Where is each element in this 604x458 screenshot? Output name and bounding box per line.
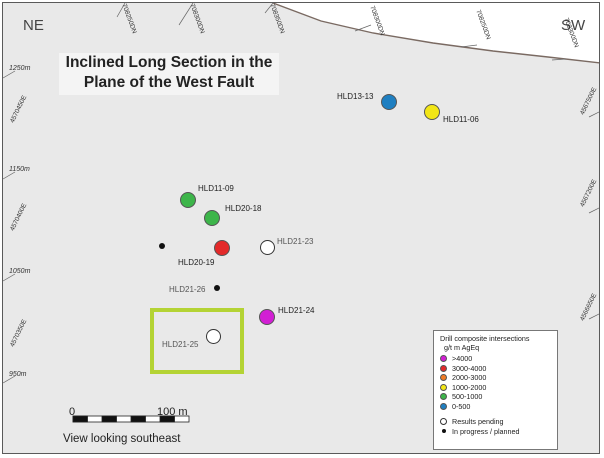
drillhole-marker-hld21-25[interactable] — [206, 329, 221, 344]
scale-label-zero: 0 — [69, 406, 76, 418]
legend-item-label: 1000-2000 — [452, 382, 487, 392]
drillhole-marker-unlabeled[interactable] — [159, 243, 165, 249]
highlight-box-hld21-25 — [150, 308, 244, 374]
legend-swatch-progress — [441, 429, 446, 434]
drillhole-label-hld11-06: HLD11-06 — [443, 115, 479, 124]
drillhole-label-hld21-23: HLD21-23 — [277, 237, 314, 246]
long-section-map: NE SW Inclined Long Section in the Plane… — [2, 2, 600, 454]
legend-title: Drill composite intersections — [440, 334, 530, 343]
legend-swatch — [440, 393, 447, 401]
drillhole-label-hld11-09: HLD11-09 — [198, 184, 234, 193]
map-title-line1: Inclined Long Section in the — [65, 54, 273, 71]
map-linework — [3, 3, 599, 423]
drillhole-label-hld20-18: HLD20-18 — [225, 204, 262, 213]
elevation-ticks — [3, 70, 599, 384]
drillhole-marker-hld20-19[interactable] — [214, 240, 230, 256]
legend-swatch — [440, 355, 447, 363]
drillhole-marker-hld11-06[interactable] — [424, 104, 440, 120]
legend-item-progress: In progress / planned — [440, 427, 551, 437]
elevation-label-1050: 1050m — [9, 268, 31, 275]
easting-gridlines — [116, 3, 567, 61]
drillhole-label-hld21-26: HLD21-26 — [169, 285, 206, 294]
legend: Drill composite intersections g/t m AgEq… — [433, 330, 558, 450]
map-title-line2: Plane of the West Fault — [83, 74, 255, 91]
orientation-ne: NE — [23, 17, 44, 34]
legend-item: 500-1000 — [440, 392, 551, 402]
drillhole-marker-hld13-13[interactable] — [381, 94, 397, 110]
legend-swatch-pending — [440, 418, 447, 426]
view-direction-label: View looking southeast — [63, 433, 181, 445]
map-title-box: Inclined Long Section in the Plane of th… — [59, 53, 279, 95]
legend-item-label: 500-1000 — [452, 392, 483, 402]
drillhole-label-hld21-24: HLD21-24 — [278, 306, 315, 315]
legend-item: 0-500 — [440, 402, 551, 412]
topographic-surface-line — [272, 3, 599, 64]
legend-item-label: 0-500 — [452, 401, 471, 411]
legend-item: >4000 — [440, 354, 551, 364]
legend-swatch — [440, 374, 447, 382]
scale-bar — [72, 415, 190, 423]
drillhole-marker-hld21-23[interactable] — [260, 240, 275, 255]
legend-item: 1000-2000 — [440, 383, 551, 393]
legend-swatch — [440, 402, 447, 410]
legend-swatch — [440, 383, 447, 391]
scale-label-end: 100 m — [157, 406, 188, 418]
elevation-label-950: 950m — [9, 371, 27, 378]
legend-units: g/t m AgEq — [444, 343, 480, 352]
legend-progress-label: In progress / planned — [452, 426, 520, 436]
drillhole-marker-hld21-24[interactable] — [259, 309, 275, 325]
drillhole-label-hld21-25: HLD21-25 — [162, 340, 199, 349]
elevation-label-1250: 1250m — [9, 65, 31, 72]
drillhole-marker-hld20-18[interactable] — [204, 210, 220, 226]
elevation-label-1150: 1150m — [9, 166, 30, 173]
legend-item: 2000-3000 — [440, 373, 551, 383]
legend-item-label: >4000 — [452, 354, 473, 364]
orientation-sw: SW — [561, 17, 586, 34]
legend-swatch — [440, 364, 447, 372]
topographic-surface — [273, 3, 599, 63]
drillhole-label-hld13-13: HLD13-13 — [337, 92, 374, 101]
legend-item-pending: Results pending — [440, 417, 551, 427]
drillhole-marker-hld21-26[interactable] — [214, 285, 220, 291]
drillhole-label-hld20-19: HLD20-19 — [178, 258, 215, 267]
legend-pending-label: Results pending — [452, 417, 504, 427]
legend-item: 3000-4000 — [440, 364, 551, 374]
drillhole-marker-hld11-09[interactable] — [180, 192, 196, 208]
legend-item-label: 2000-3000 — [452, 373, 487, 383]
legend-item-label: 3000-4000 — [452, 363, 487, 373]
